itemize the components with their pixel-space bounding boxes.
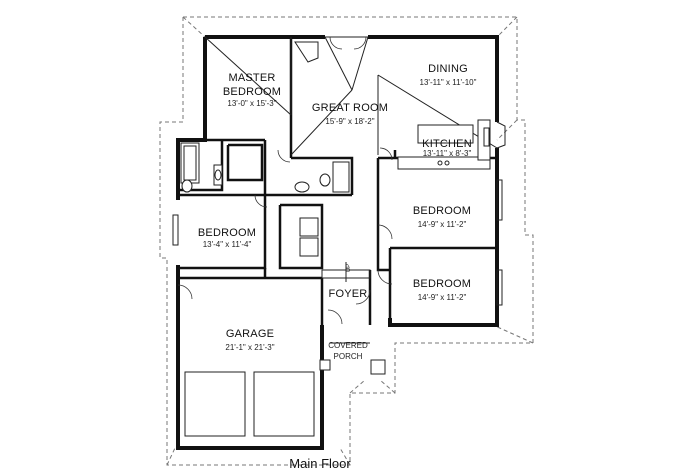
kitchen-label: KITCHEN: [422, 138, 472, 150]
bathtub-icon: [332, 161, 350, 193]
master-bedroom-label-1: MASTER: [228, 72, 275, 84]
dryer-icon: [299, 237, 319, 257]
dining-label: DINING: [428, 63, 468, 75]
bedroom-west-dims: 13'-4" x 11'-4": [203, 240, 252, 249]
bedroom-east1-label: BEDROOM: [413, 205, 471, 217]
washer-icon: [299, 217, 319, 237]
great-room-label: GREAT ROOM: [312, 102, 388, 114]
bedroom-west-label: BEDROOM: [198, 227, 256, 239]
master-bedroom-dims: 13'-0" x 15'-3": [227, 99, 276, 108]
garage-label: GARAGE: [226, 328, 274, 340]
interior-walls: [178, 37, 497, 325]
kitchen-island: [417, 124, 474, 144]
fridge-icon: [483, 127, 490, 147]
toilet-icon: [319, 173, 331, 187]
bedroom-east2-label: BEDROOM: [413, 278, 471, 290]
covered-porch-label-1: COVERED: [328, 341, 368, 350]
kitchen-dims: 13'-11" x 8'-3": [423, 149, 472, 158]
bedroom-east2-dims: 14'-9" x 11'-2": [418, 293, 467, 302]
stair-up-label: UP: [346, 264, 352, 272]
roof-outline: [159, 16, 534, 466]
toilet-icon: [181, 179, 193, 193]
foyer-label: FOYER: [329, 288, 368, 300]
garage-dims: 21'-1" x 21'-3": [225, 343, 274, 352]
master-bedroom-label-2: BEDROOM: [223, 86, 281, 98]
kitchen-counter: [397, 156, 491, 170]
covered-porch-label-2: PORCH: [334, 352, 363, 361]
fixtures: [172, 36, 506, 437]
bedroom-east1-dims: 14'-9" x 11'-2": [418, 220, 467, 229]
fireplace-icon: [294, 41, 319, 63]
great-room-dims: 15'-9" x 18'-2": [325, 117, 374, 126]
room-labels: MASTER BEDROOM 13'-0" x 15'-3" GREAT ROO…: [198, 63, 477, 361]
garage-door-left: [184, 371, 246, 437]
sink-icon: [294, 181, 310, 193]
porch-post: [319, 359, 331, 371]
ceiling-lines: [204, 36, 498, 156]
dining-dims: 13'-11" x 11'-10": [420, 78, 477, 87]
main-floor-caption: Main Floor: [289, 456, 351, 471]
garage-door-right: [253, 371, 315, 437]
porch-post: [370, 359, 386, 375]
